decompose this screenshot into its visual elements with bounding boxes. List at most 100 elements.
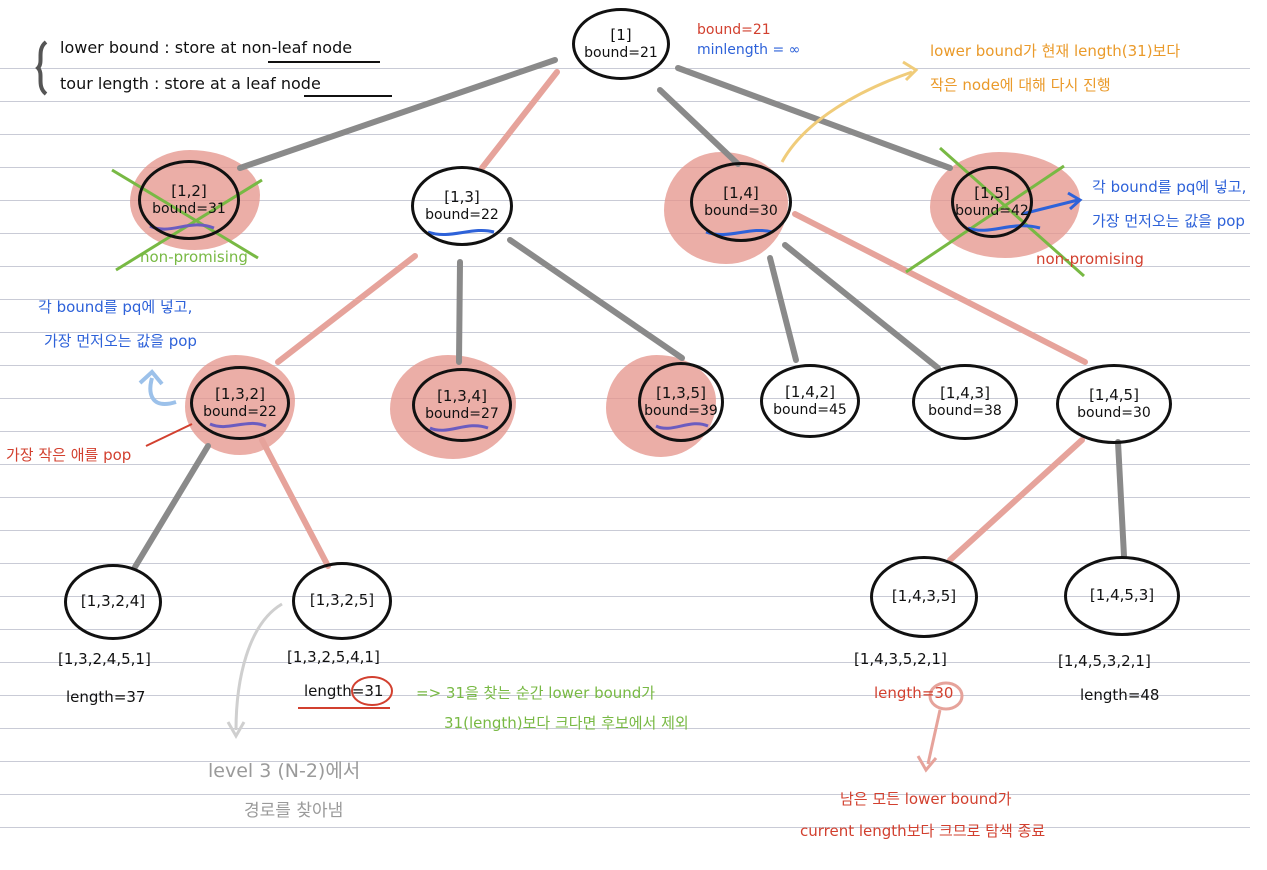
- path-1-3-2-5: [1,3,2,5,4,1]: [287, 648, 380, 666]
- node-1-4-3: [1,4,3] bound=38: [912, 364, 1018, 440]
- edge-132-1324: [132, 443, 211, 570]
- brace-icon: [35, 40, 48, 96]
- node-label: [1,4,2]: [785, 383, 835, 402]
- node-1-3-5: [1,3,5] bound=39: [638, 362, 724, 442]
- pq-note-right-line1: 각 bound를 pq에 넣고,: [1092, 178, 1247, 196]
- edge-14-142: [767, 255, 799, 363]
- node-label: [1,3,4]: [437, 387, 487, 406]
- green-note-line2: 31(length)보다 크다면 후보에서 제외: [444, 714, 689, 732]
- red-pointer-line: [145, 423, 193, 447]
- node-bound: bound=31: [152, 200, 226, 217]
- edge-root-13: [479, 69, 560, 171]
- node-label: [1,4,5,3]: [1089, 586, 1155, 605]
- arrow-head-icon: [138, 369, 164, 386]
- node-bound: bound=27: [425, 405, 499, 422]
- node-label: [1,2]: [171, 182, 207, 201]
- node-bound: bound=22: [203, 403, 277, 420]
- arrow-head-icon: [916, 755, 938, 773]
- node-1-3-4: [1,3,4] bound=27: [412, 368, 512, 442]
- note-tour-length: tour length : store at a leaf node: [60, 74, 321, 93]
- edge-13-132: [275, 253, 418, 365]
- arrow-head-icon: [1067, 191, 1083, 211]
- ruled-line: [0, 497, 1250, 498]
- ruled-line: [0, 596, 1250, 597]
- pq-note-left-line2: 가장 먼저오는 값을 pop: [44, 332, 197, 350]
- minlength-note: minlength = ∞: [697, 42, 801, 58]
- ruled-line: [0, 662, 1250, 663]
- smallest-pop-note: 가장 작은 애를 pop: [6, 446, 132, 464]
- node-bound: bound=30: [1077, 404, 1151, 421]
- node-1-3-2: [1,3,2] bound=22: [190, 366, 290, 440]
- ruled-line: [0, 101, 1250, 102]
- edge-132-1325: [259, 437, 331, 569]
- node-1-4-5-3: [1,4,5,3]: [1064, 556, 1180, 636]
- node-label: [1]: [610, 26, 632, 45]
- orange-arrow: [780, 70, 913, 163]
- node-1-3-2-5: [1,3,2,5]: [292, 562, 392, 640]
- green-note-line1: => 31을 찾는 순간 lower bound가: [416, 684, 656, 702]
- node-1-4-5: [1,4,5] bound=30: [1056, 364, 1172, 444]
- ruled-line: [0, 563, 1250, 564]
- node-label: [1,3]: [444, 188, 480, 207]
- arrow-head-icon: [226, 721, 246, 740]
- path-1-3-2-4: [1,3,2,4,5,1]: [58, 650, 151, 668]
- ruled-line: [0, 629, 1250, 630]
- ruled-line: [0, 761, 1250, 762]
- ruled-line: [0, 728, 1250, 729]
- edge-root-12: [237, 57, 558, 171]
- orange-note-line1: lower bound가 현재 length(31)보다: [930, 42, 1181, 60]
- gray-note-line2: 경로를 찾아냄: [244, 801, 344, 821]
- node-bound: bound=39: [644, 402, 718, 419]
- path-1-4-3-5: [1,4,3,5,2,1]: [854, 650, 947, 668]
- edge-root-14: [657, 87, 741, 167]
- node-1-3: [1,3] bound=22: [411, 166, 513, 246]
- node-bound: bound=21: [584, 44, 658, 61]
- end-note-line2: current length보다 크므로 탐색 종료: [800, 822, 1046, 840]
- edge-13-134: [456, 259, 463, 365]
- node-1-5: [1,5] bound=42: [951, 166, 1033, 238]
- path-1-4-5-3: [1,4,5,3,2,1]: [1058, 652, 1151, 670]
- ruled-line: [0, 233, 1250, 234]
- node-label: [1,3,2,4]: [80, 592, 146, 611]
- node-1-3-2-4: [1,3,2,4]: [64, 564, 162, 640]
- node-1-4-3-5: [1,4,3,5]: [870, 556, 978, 638]
- ruled-line: [0, 134, 1250, 135]
- node-bound: bound=38: [928, 402, 1002, 419]
- node-root: [1] bound=21: [572, 8, 670, 80]
- node-label: [1,3,2,5]: [309, 591, 375, 610]
- non-promising-right: non-promising: [1036, 250, 1144, 268]
- note-lower-bound: lower bound : store at non-leaf node: [60, 38, 353, 57]
- edge-13-135: [507, 237, 685, 361]
- length-1-3-2-5: length=31: [304, 682, 384, 700]
- ruled-line: [0, 332, 1250, 333]
- ruled-line: [0, 827, 1250, 828]
- node-bound: bound=30: [704, 202, 778, 219]
- length-1-4-5-3: length=48: [1080, 686, 1160, 704]
- length-1-3-2-4: length=37: [66, 688, 146, 706]
- length-1-4-3-5: length=30: [874, 684, 954, 702]
- ruled-line: [0, 167, 1250, 168]
- gray-arrow: [234, 602, 283, 731]
- node-label: [1,5]: [974, 184, 1010, 203]
- node-label: [1,4]: [723, 184, 759, 203]
- red-circle: [928, 681, 964, 711]
- ruled-line: [0, 266, 1250, 267]
- edge-14-143: [782, 242, 941, 371]
- node-1-2: [1,2] bound=31: [138, 160, 240, 240]
- node-1-4: [1,4] bound=30: [690, 162, 792, 242]
- ruled-line: [0, 530, 1250, 531]
- node-bound: bound=22: [425, 206, 499, 223]
- node-label: [1,3,5]: [656, 384, 706, 403]
- red-circle: [351, 676, 393, 706]
- node-label: [1,4,3,5]: [891, 587, 957, 606]
- end-note-line1: 남은 모든 lower bound가: [840, 790, 1012, 808]
- orange-note-line2: 작은 node에 대해 다시 진행: [930, 76, 1111, 94]
- edge-145-14553: [1115, 439, 1127, 559]
- pq-note-right-line2: 가장 먼저오는 값을 pop: [1092, 212, 1245, 230]
- ruled-line: [0, 200, 1250, 201]
- node-bound: bound=42: [955, 202, 1029, 219]
- edge-14-145: [792, 211, 1088, 365]
- gray-note-line1: level 3 (N-2)에서: [208, 760, 361, 782]
